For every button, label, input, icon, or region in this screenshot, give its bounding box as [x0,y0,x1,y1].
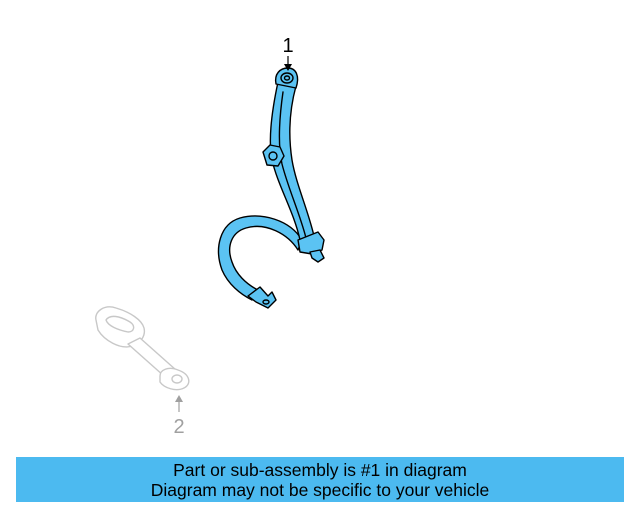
banner-line-1: Part or sub-assembly is #1 in diagram [173,460,467,480]
banner-line-2: Diagram may not be specific to your vehi… [150,480,490,500]
upper-anchor-bolt-center [283,75,291,81]
callout-2-arrowhead [175,395,183,402]
belt-upper-lower-clip [297,231,325,255]
callout-2-number: 2 [173,416,184,438]
callout-1-number: 1 [282,35,293,57]
buckle-anchor-hole [171,374,183,384]
callout-1-arrowhead [284,64,292,71]
belt-webbing-crease [278,91,307,239]
callout-2: 2 [173,395,185,438]
belt-guide-nut-center [268,151,278,161]
info-banner: Part or sub-assembly is #1 in diagram Di… [16,457,624,502]
buckle-assembly[interactable] [95,306,190,391]
callout-1: 1 [282,35,294,71]
belt-upper-lower-tip [309,249,325,263]
seat-belt-assembly[interactable] [217,67,325,309]
lower-end-hole [262,299,270,305]
buckle-slot [105,315,135,333]
